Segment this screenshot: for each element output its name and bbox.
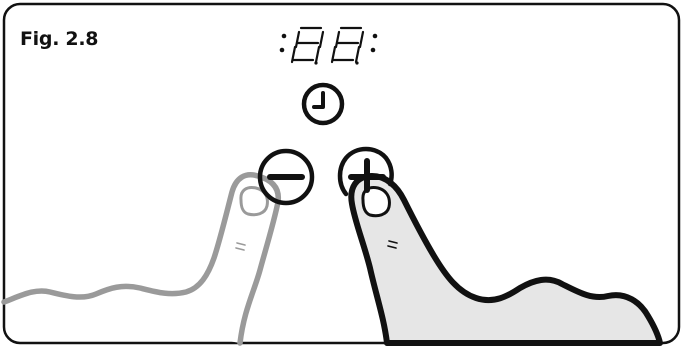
figure-label: Fig. 2.8: [20, 30, 98, 49]
colon-dot-bottom-right: [371, 48, 376, 53]
colon-dot-top-right: [373, 34, 378, 39]
decimal-point-1: [314, 61, 317, 64]
colon-dot-bottom-left: [280, 48, 285, 53]
colon-dot-top-left: [282, 34, 287, 39]
decimal-point-2: [355, 61, 358, 64]
clock-button[interactable]: [304, 85, 342, 123]
